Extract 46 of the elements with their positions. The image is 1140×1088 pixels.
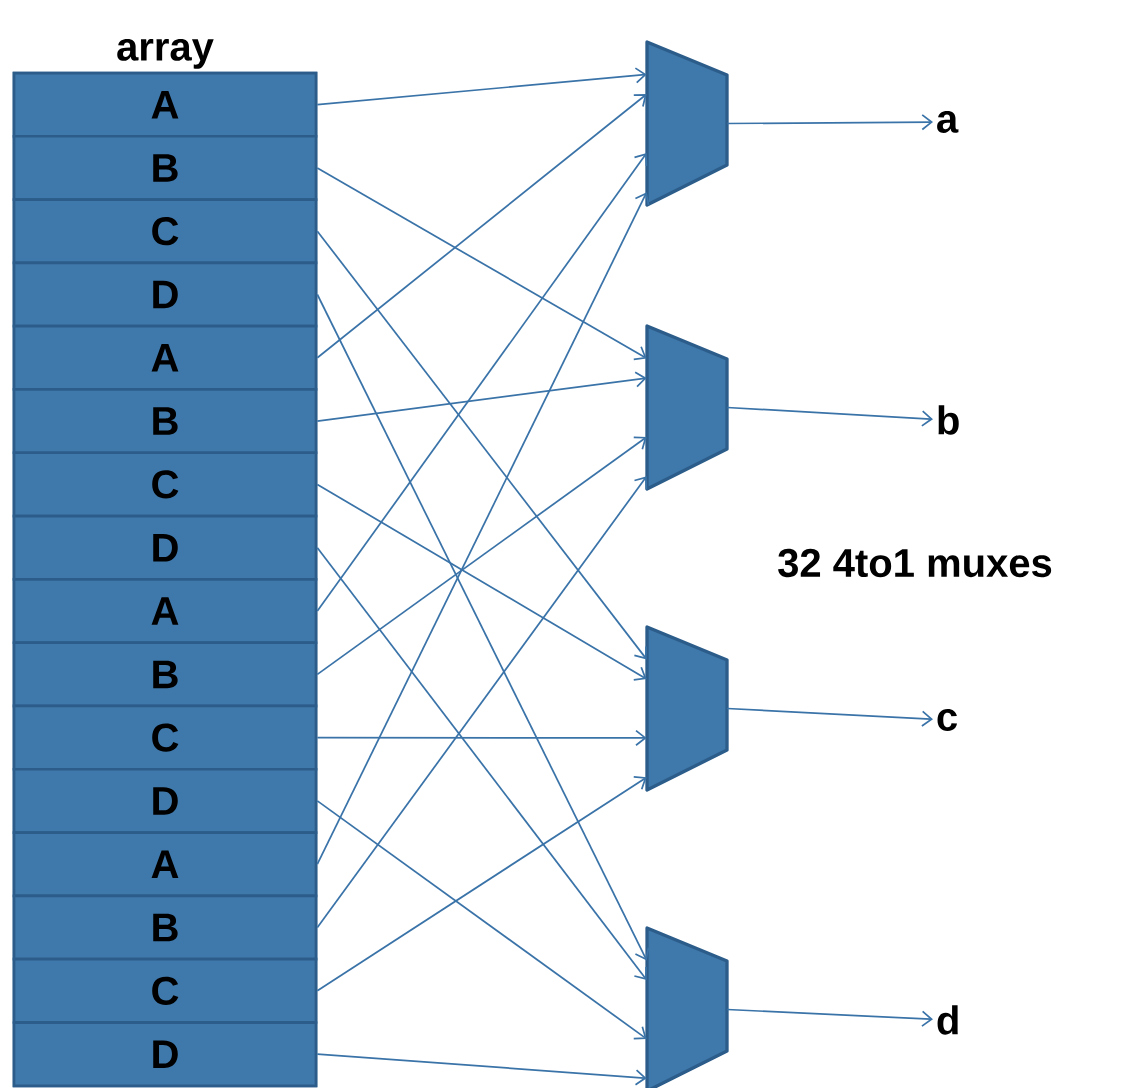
arrow xyxy=(316,67,647,106)
array-cell: A xyxy=(12,578,318,644)
node-label: array xyxy=(117,38,214,69)
array-cell: D xyxy=(12,767,318,834)
mux-trapezoid xyxy=(645,40,729,207)
output-label: a xyxy=(937,111,959,133)
arrow xyxy=(316,483,647,681)
array-cell: B xyxy=(12,388,318,455)
array-cell: B xyxy=(12,641,318,708)
mux-trapezoid xyxy=(645,324,729,491)
arrow xyxy=(316,776,647,992)
mux-trapezoid xyxy=(645,625,729,792)
array-cell: C xyxy=(12,198,318,265)
output-label: c xyxy=(937,709,957,731)
arrow xyxy=(726,113,933,131)
arrow xyxy=(316,1053,647,1086)
array-cell: B xyxy=(12,894,318,961)
mux-trapezoid xyxy=(645,926,729,1088)
arrow xyxy=(316,293,650,961)
array-cell: C xyxy=(12,451,318,518)
output-label: b xyxy=(938,405,959,435)
arrow xyxy=(316,230,647,660)
arrow xyxy=(316,94,647,359)
array-cell: D xyxy=(12,514,318,581)
array-cell: D xyxy=(12,261,318,328)
arrow xyxy=(316,476,648,929)
output-label: d xyxy=(937,1005,958,1035)
arrow xyxy=(726,1008,933,1027)
array-cell: D xyxy=(12,1021,318,1088)
arrow xyxy=(316,152,648,612)
arrow xyxy=(316,436,647,676)
arrow xyxy=(316,371,647,422)
caption-text: 32 4to1 muxes xyxy=(778,548,1052,578)
arrow xyxy=(726,707,933,727)
arrow xyxy=(316,729,647,747)
arrow xyxy=(316,546,647,981)
arrow xyxy=(316,800,647,1040)
array-cell: A xyxy=(12,71,318,138)
array-cell: A xyxy=(12,324,318,391)
array-cell: B xyxy=(12,134,318,201)
array-cell: A xyxy=(12,831,318,898)
array-cell: C xyxy=(12,704,318,771)
arrow xyxy=(726,406,933,427)
arrow xyxy=(316,167,647,361)
arrow xyxy=(316,192,650,866)
array-cell: C xyxy=(12,957,318,1024)
